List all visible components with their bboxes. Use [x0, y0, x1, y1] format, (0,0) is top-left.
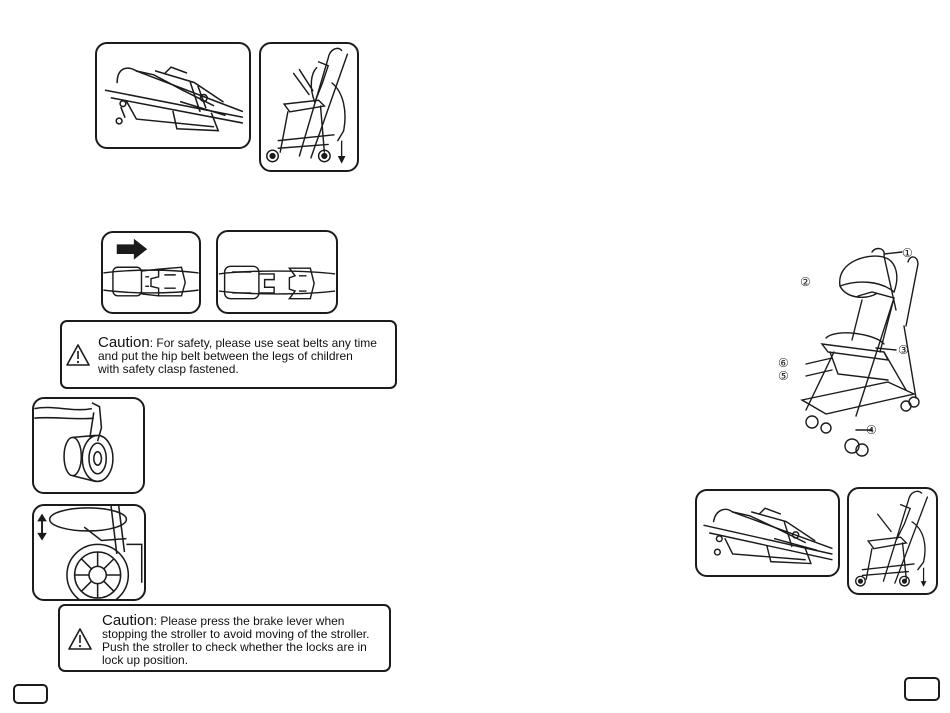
- warning-triangle-icon: [66, 344, 90, 366]
- folding-stroller-illustration: [104, 66, 244, 132]
- part-callout-2: ②: [800, 275, 811, 289]
- fold-step-frame-right-page-right: [847, 487, 938, 595]
- fold-step-frame-right-page-left: [695, 489, 840, 577]
- caution-brake-line-4: lock up position.: [102, 653, 189, 667]
- fold-step-frame-left: [95, 42, 251, 149]
- caution-brake-text-1: Please press the brake lever when: [160, 614, 345, 628]
- page-number-left: [13, 684, 48, 704]
- caution-seat-belt-line-2: and put the hip belt between the legs of…: [98, 349, 353, 363]
- warning-triangle-icon: [68, 628, 92, 650]
- part-callout-3: ③: [898, 343, 909, 357]
- front-wheel-illustration: [34, 402, 114, 483]
- arrow-right-icon: [116, 238, 148, 260]
- part-callout-6: ⑥: [778, 356, 789, 370]
- caution-brake-line-3: Push the stroller to check whether the l…: [102, 640, 367, 654]
- arrow-down-icon: [920, 567, 927, 587]
- caution-seat-belt-text-1: For safety, please use seat belts any ti…: [156, 336, 377, 350]
- caution-brake-line-2: stopping the stroller to avoid moving of…: [102, 627, 370, 641]
- buckle-released-illustration: [218, 265, 336, 300]
- caution-brake-box: Caution: Please press the brake lever wh…: [58, 604, 391, 672]
- part-callout-1: ①: [902, 246, 913, 260]
- wheel-closeup-frame: [32, 397, 145, 494]
- folding-stroller-illustration: [703, 507, 833, 565]
- folded-stroller-illustration: [855, 490, 929, 587]
- stroller-parts-diagram: ① ② ③ ④ ⑤ ⑥: [778, 246, 920, 457]
- caution-seat-belt-line-3: with safety clasp fastened.: [98, 362, 239, 376]
- rear-wheel-brake-illustration: [37, 506, 143, 599]
- fold-step-frame-right: [259, 42, 359, 172]
- part-callout-5: ⑤: [778, 369, 789, 383]
- caution-seat-belt-line-1: Caution: For safety, please use seat bel…: [98, 334, 377, 351]
- folded-stroller-illustration: [266, 47, 349, 164]
- caution-brake-line-1: Caution: Please press the brake lever wh…: [102, 612, 345, 629]
- buckle-release-frame: [216, 230, 338, 314]
- brake-closeup-frame: [32, 504, 146, 601]
- caution-seat-belt-box: Caution: For safety, please use seat bel…: [60, 320, 397, 389]
- arrow-down-icon: [337, 140, 346, 164]
- caution-brake-label: Caution: [102, 612, 154, 629]
- buckle-fastened-illustration: [103, 238, 199, 297]
- part-callout-4: ④: [866, 423, 877, 437]
- arrow-up-down-icon: [37, 513, 47, 541]
- caution-seat-belt-label: Caution: [98, 334, 150, 351]
- buckle-fasten-frame: [101, 231, 201, 314]
- page-number-right: [904, 677, 940, 701]
